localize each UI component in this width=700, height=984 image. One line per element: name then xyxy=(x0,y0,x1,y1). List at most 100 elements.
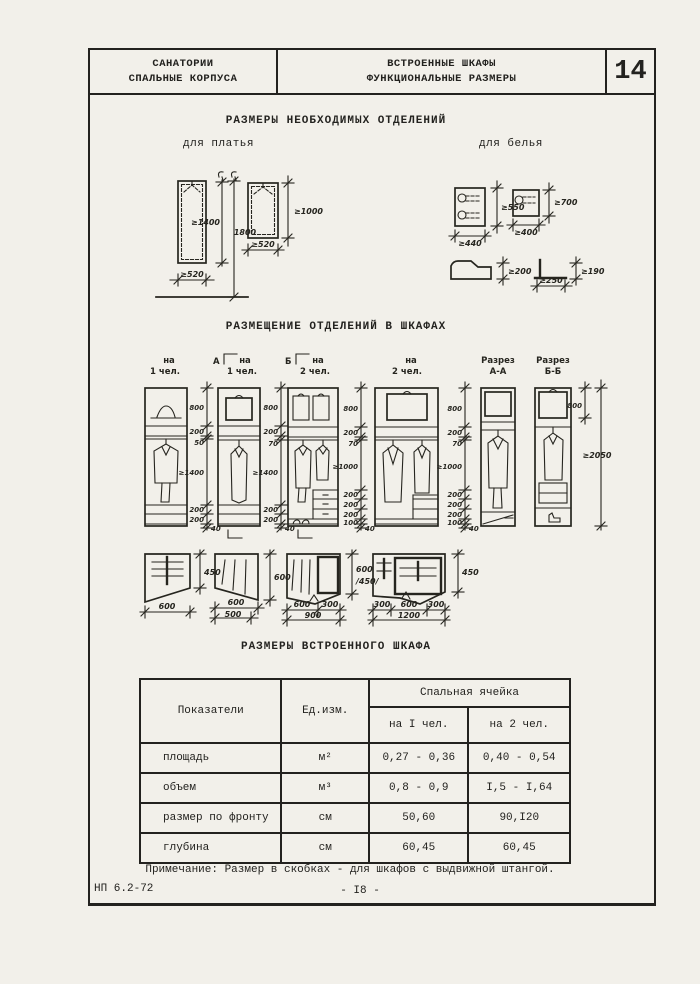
dim-label: ≥2050 xyxy=(583,451,612,460)
row-unit: м² xyxy=(280,742,371,774)
dim-label: 300 xyxy=(374,600,391,609)
dim-label: 450 xyxy=(203,568,221,577)
dim-label: 800 xyxy=(343,405,358,413)
dim-label: 200 xyxy=(263,516,278,524)
dim-label: ≥520 xyxy=(180,270,204,279)
table-row: площадь м² 0,27 - 0,36 0,40 - 0,54 xyxy=(138,742,571,774)
dim-label: 200 xyxy=(189,428,204,436)
wardrobe3-elevation xyxy=(287,387,339,527)
dim-label: 200 xyxy=(343,511,358,519)
hat-drawing xyxy=(156,405,176,418)
dim-label: 200 xyxy=(447,501,462,509)
page-number: - I8 - xyxy=(340,885,380,897)
dim-label: 40 xyxy=(211,525,221,533)
col4-bottom: 2 чел. xyxy=(392,367,422,377)
dim-label: ≥1400 xyxy=(179,469,204,477)
dim-label: 800 xyxy=(567,402,582,410)
jacket2-drawing xyxy=(315,439,330,481)
wardrobe6-section xyxy=(534,387,572,527)
dim-label: 200 xyxy=(263,506,278,514)
col6-bottom: Б-Б xyxy=(545,367,562,377)
dim-label: ≥400 xyxy=(514,228,538,237)
dim-label: 200 xyxy=(447,429,462,437)
row-value-2: 0,40 - 0,54 xyxy=(467,742,571,774)
dim-label: 40 xyxy=(469,525,479,533)
title-block: САНАТОРИИ СПАЛЬНЫЕ КОРПУСА ВСТРОЕННЫЕ ШК… xyxy=(88,48,656,95)
dim-label: 200 xyxy=(189,506,204,514)
col-header-one-person: на I чел. xyxy=(368,706,470,744)
row-name: площадь xyxy=(138,742,283,774)
dim-label: 600 xyxy=(401,600,418,609)
dim-label: 40 xyxy=(285,525,295,533)
table-row: объем м³ 0,8 - 0,9 I,5 - I,64 xyxy=(138,772,571,804)
dim-label: ≥200 xyxy=(508,267,532,276)
row-value-1: 0,8 - 0,9 xyxy=(368,772,470,804)
object-line2: СПАЛЬНЫЕ КОРПУСА xyxy=(128,72,238,85)
dim-label: ≥190 xyxy=(581,267,605,276)
dim-label: 200 xyxy=(447,511,462,519)
dim-label: 600 xyxy=(159,602,176,611)
wardrobe2-elevation xyxy=(217,387,261,527)
dress-label: для платья xyxy=(183,138,255,150)
subject-line2: ФУНКЦИОНАЛЬНЫЕ РАЗМЕРЫ xyxy=(366,72,517,85)
title-block-object: САНАТОРИИ СПАЛЬНЫЕ КОРПУСА xyxy=(90,50,278,93)
linen-compartments-drawing: ≥550 ≥440 ≥700 ≥400 ≥200 ≥250 xyxy=(448,180,605,293)
col2-mark: А xyxy=(213,357,220,367)
object-line1: САНАТОРИИ xyxy=(152,57,214,70)
row-unit: см xyxy=(280,802,371,834)
dress-compartment-short xyxy=(247,182,279,239)
dim-label: ≥520 xyxy=(251,240,275,249)
col2-top: на xyxy=(239,356,251,366)
plan3: 600 /450/ 600 300 900 xyxy=(281,549,380,627)
col5-top: Разрез xyxy=(481,356,515,366)
col-header-two-person: на 2 чел. xyxy=(467,706,571,744)
col4-top: на xyxy=(405,356,417,366)
dim-label: 200 xyxy=(189,516,204,524)
dim-label: 50 xyxy=(194,439,204,447)
dim-label: ≥250 xyxy=(539,276,563,285)
col-header-indicators: Показатели xyxy=(138,678,283,744)
dim-label: 200 xyxy=(343,491,358,499)
col2-cut-mark xyxy=(223,353,238,365)
dim-label: /450/ xyxy=(355,577,380,586)
row-name: объем xyxy=(138,772,283,804)
wardrobe2-dims: 800 200 70 ≥1400 200 200 40 xyxy=(227,381,295,539)
wardrobe1-elevation xyxy=(144,387,188,527)
row-name: глубина xyxy=(138,832,283,864)
dim-label: 1200 xyxy=(398,611,421,620)
dim-label: 600 xyxy=(294,600,311,609)
wardrobe5-section xyxy=(480,387,516,527)
footnote: Примечание: Размер в скобках - для шкафо… xyxy=(145,864,555,876)
linen-box-small-dims: ≥700 ≥400 xyxy=(506,182,578,237)
wardrobe6-dims: 800 ≥2050 xyxy=(567,379,612,531)
coat-drawing xyxy=(153,438,179,503)
wardrobe3-dims: 800 200 70 ≥1000 200 200 200 100 40 xyxy=(297,381,375,539)
dress-compartments-drawing: ≥1400 1800 ≥1000 ≥520 ≥520 xyxy=(155,171,323,302)
linen-box-small xyxy=(512,189,540,217)
dimensions-table: Показатели Ед.изм. Спальная ячейка на I … xyxy=(138,678,571,864)
col-header-cell-span: Спальная ячейка xyxy=(368,678,571,708)
table-row: глубина см 60,45 60,45 xyxy=(138,832,571,864)
row-value-2: 90,I20 xyxy=(467,802,571,834)
col6-top: Разрез xyxy=(536,356,570,366)
subject-line1: ВСТРОЕННЫЕ ШКАФЫ xyxy=(387,57,496,70)
wardrobe-plans-drawing: 450 600 600 600 500 600 /450/ xyxy=(139,549,479,627)
dim-label: 800 xyxy=(447,405,462,413)
sheet-number: 14 xyxy=(614,56,647,87)
dress-dim-widths: ≥520 ≥520 xyxy=(169,240,285,287)
title-block-subject: ВСТРОЕННЫЕ ШКАФЫ ФУНКЦИОНАЛЬНЫЕ РАЗМЕРЫ xyxy=(278,50,607,93)
dim-label: 70 xyxy=(268,440,278,448)
table-row: размер по фронту см 50,60 90,I20 xyxy=(138,802,571,834)
dim-label: 200 xyxy=(343,429,358,437)
col3-bottom: 2 чел. xyxy=(300,367,330,377)
jacket-section-drawing xyxy=(543,426,564,481)
dim-label: 200 xyxy=(343,501,358,509)
col2-bottom: 1 чел. xyxy=(227,367,257,377)
dim-label: ≥440 xyxy=(458,239,482,248)
dim-label: 800 xyxy=(189,404,204,412)
row-value-1: 60,45 xyxy=(368,832,470,864)
dim-label: 200 xyxy=(447,491,462,499)
shoe-ramp-drawing xyxy=(482,514,514,525)
col3-top: на xyxy=(312,356,324,366)
row-unit: см xyxy=(280,832,371,864)
